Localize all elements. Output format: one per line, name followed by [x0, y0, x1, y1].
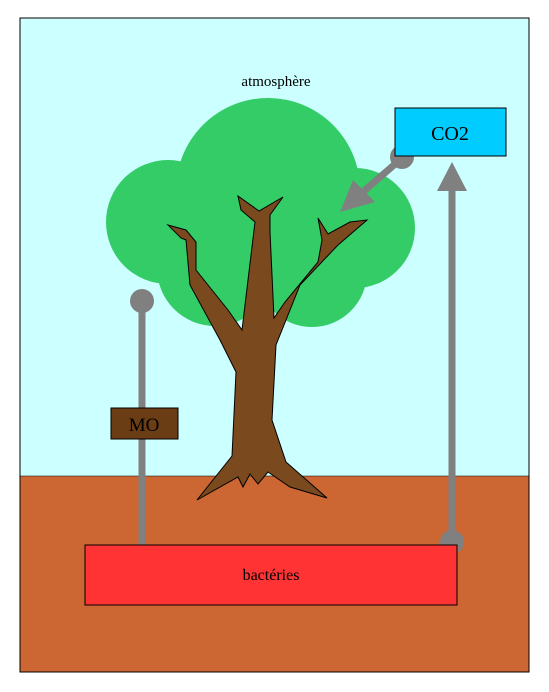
co2-box: CO2 — [394, 107, 507, 157]
bacteria-box: bactéries — [84, 544, 458, 606]
diagram-frame — [19, 17, 530, 673]
mo-box: MO — [110, 407, 179, 440]
bacteria-label: bactéries — [243, 567, 300, 584]
mo-label: MO — [129, 415, 160, 436]
co2-label: CO2 — [431, 123, 469, 145]
atmosphere-label: atmosphère — [241, 74, 310, 90]
tree-trunk — [166, 194, 369, 501]
